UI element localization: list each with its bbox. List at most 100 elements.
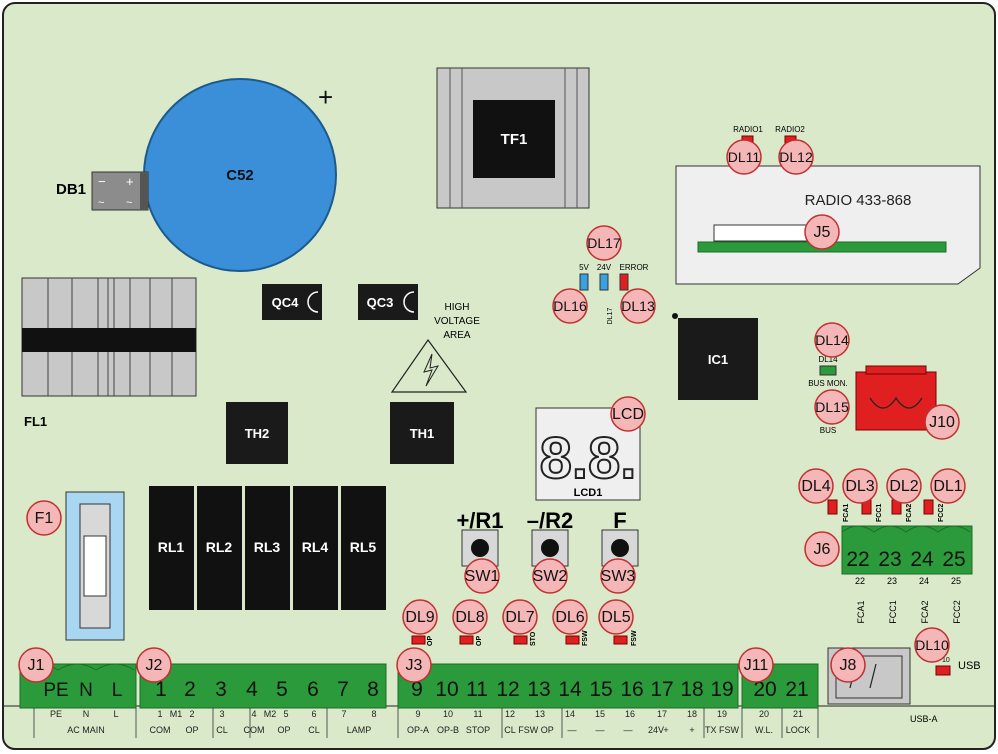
legend-j1-bottom: AC MAIN: [67, 725, 105, 735]
hv-line2: VOLTAGE: [434, 316, 480, 327]
callout-bubble: [532, 558, 568, 594]
bus-label: BUS: [820, 426, 836, 435]
qc3-label: QC3: [367, 295, 394, 310]
terminal-pin: 21: [785, 678, 808, 701]
qc4: QC4: [262, 284, 322, 320]
j6-pin-label: FCC1: [888, 600, 898, 624]
legend-j2-top: 1: [157, 709, 162, 719]
dl5-tag: FSW: [631, 630, 638, 646]
callout-bubble: [552, 288, 588, 324]
legend-j2-top: 7: [341, 709, 346, 719]
led-error-label: ERROR: [620, 263, 649, 272]
callout-dl5: DL5: [601, 609, 630, 626]
legend-j3-bottom: OP-A: [407, 725, 429, 735]
legend-j3-top: 18: [687, 709, 697, 719]
legend-j11-bottom: LOCK: [786, 725, 811, 735]
legend-j3-top: 16: [625, 709, 635, 719]
callout-bubble: [26, 500, 62, 536]
legend-j3-bottom: FSW OP: [518, 725, 554, 735]
callout-bubble: [18, 647, 54, 683]
callout-bubble: [798, 468, 834, 504]
callout-dl16: DL16: [553, 298, 587, 314]
callout-dl6: DL6: [555, 609, 584, 626]
th2-label: TH2: [245, 426, 270, 441]
callout-bubble: [830, 647, 866, 683]
callout-dl12: DL12: [779, 149, 813, 165]
relays: RL1 RL2 RL3 RL4 RL5: [149, 486, 386, 610]
sw3-label: F: [613, 508, 626, 533]
terminal-pin: L: [112, 680, 123, 701]
status-leds: 5V 24V ERROR DL17: [579, 263, 649, 324]
legend-j2-top: 8: [371, 709, 376, 719]
th1: TH1: [390, 402, 454, 464]
callout-bubble: [914, 627, 950, 663]
j6-pin-label: FCA1: [856, 600, 866, 623]
ic1-label: IC1: [708, 352, 728, 367]
legend-j3-bottom: +: [663, 725, 668, 735]
callout-dl8: DL8: [455, 609, 484, 626]
legend-j3-top: 11: [473, 709, 482, 719]
callout-bubble: [600, 558, 636, 594]
callout-j8: J8: [840, 657, 857, 674]
radio2-led-label: RADIO2: [775, 125, 805, 134]
callout-bubble: [930, 468, 966, 504]
capacitor-c52: C52 +: [143, 78, 337, 272]
legend-j2-bottom: COM: [244, 725, 265, 735]
callout-bubble: [924, 404, 960, 440]
dl3-tag: FCC1: [876, 504, 883, 522]
callout-bubble: [586, 225, 622, 261]
rl4-label: RL4: [302, 539, 329, 555]
bus-mon-label: BUS MON.: [808, 379, 848, 388]
sw1-label: +/R1: [456, 508, 503, 533]
callout-bubble: [804, 531, 840, 567]
usb-label: USB: [958, 660, 981, 672]
callout-sw3: SW3: [601, 568, 636, 585]
terminal-pin: 13: [527, 678, 550, 701]
db1-label: DB1: [56, 181, 86, 198]
legend-j3-top: 13: [535, 709, 545, 719]
legend-j3-bottom: —: [596, 725, 605, 735]
rl1-label: RL1: [158, 539, 185, 555]
plus-sign: +: [318, 82, 333, 112]
legend-j1-top: PE: [50, 709, 62, 719]
terminal-pin: 19: [710, 678, 733, 701]
callout-lcd: LCD: [612, 406, 644, 423]
j6-pin: 22: [846, 548, 869, 571]
legend-j3-top: 17: [657, 709, 667, 719]
callout-dl1: DL1: [933, 478, 962, 495]
dl10-tag: 10: [942, 657, 950, 664]
terminal-pin: 7: [337, 678, 349, 701]
callout-dl4: DL4: [801, 478, 830, 495]
dl1-tag: FCC2: [938, 504, 945, 522]
callout-dl17: DL17: [587, 235, 621, 251]
j6-pin-label: FCA2: [920, 600, 930, 623]
usb-a-label: USB-A: [910, 714, 938, 724]
th2: TH2: [226, 402, 288, 464]
terminal-pin: 10: [435, 678, 458, 701]
j6-pin-number: 25: [951, 576, 961, 586]
j6-pin: 24: [910, 548, 934, 571]
legend-j3-top: 15: [595, 709, 605, 719]
callout-bubble: [552, 599, 588, 635]
terminal-pin: 15: [589, 678, 612, 701]
legend-j3-top: 9: [415, 709, 420, 719]
callout-bubble: [620, 288, 656, 324]
legend-j3-top: 14: [565, 709, 575, 719]
fl1-label: FL1: [24, 414, 47, 429]
legend-j3-top: 19: [717, 709, 727, 719]
legend-j11-top: 21: [793, 709, 803, 719]
legend-j2-top: 2: [189, 709, 194, 719]
j6-pin: 23: [878, 548, 901, 571]
svg-text:−: −: [98, 174, 106, 189]
legend-j2-bottom: CL: [308, 725, 320, 735]
rl5-label: RL5: [350, 539, 377, 555]
callout-bubble: [136, 647, 172, 683]
legend-j2-bottom: OP: [277, 725, 290, 735]
high-voltage-warning: HIGH VOLTAGE AREA: [390, 302, 480, 393]
legend-j3-bottom: —: [624, 725, 633, 735]
legend-j2-top: 3: [219, 709, 224, 719]
led-24v-label: 24V: [597, 263, 612, 272]
input-leds: OP OP STO FSW FSW: [411, 630, 638, 646]
